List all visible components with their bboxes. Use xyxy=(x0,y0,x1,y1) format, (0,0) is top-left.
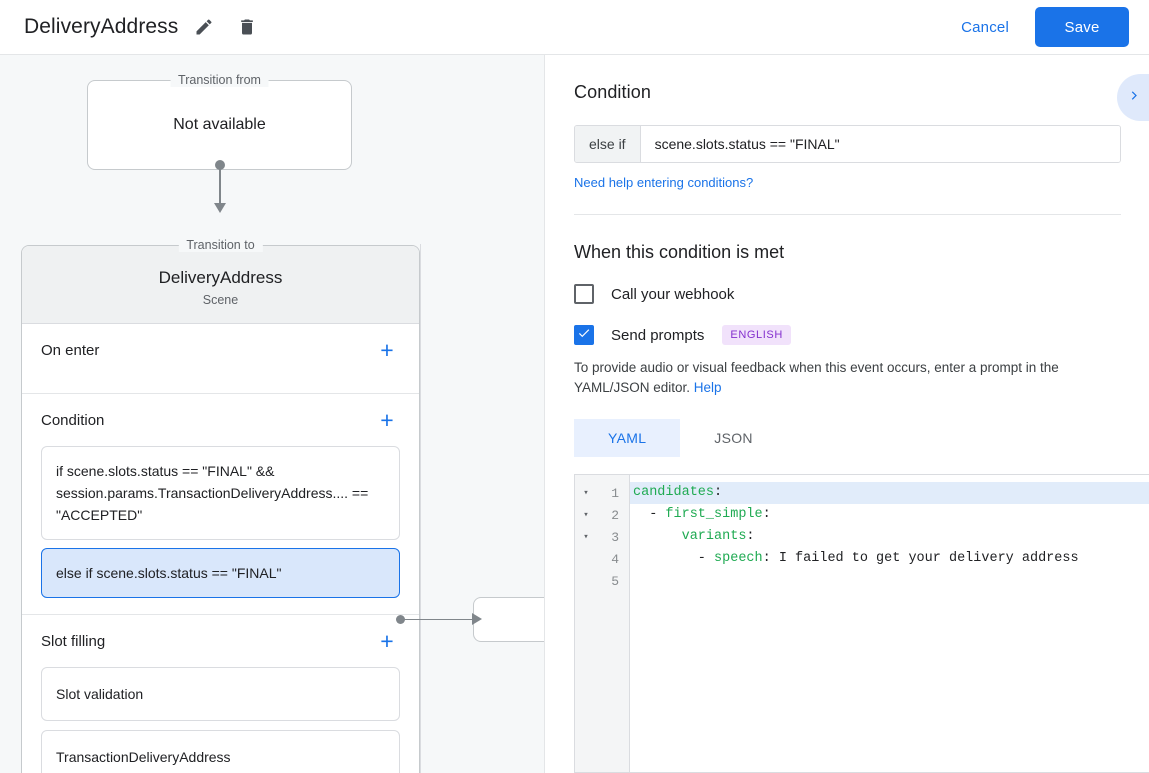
canvas-vertical-rule xyxy=(420,244,421,773)
check-icon xyxy=(577,326,591,345)
section-title-condition: Condition xyxy=(41,411,105,429)
panel-condition-title: Condition xyxy=(574,82,651,102)
editor-gutter-row: 5 xyxy=(575,570,629,592)
send-prompts-label: Send prompts xyxy=(611,326,705,344)
details-panel: Condition else if Need help entering con… xyxy=(546,55,1149,773)
fold-toggle-icon[interactable]: ▾ xyxy=(583,531,589,542)
expand-panel-button[interactable] xyxy=(1117,74,1149,121)
tab-json[interactable]: JSON xyxy=(680,419,787,457)
section-on-enter: On enter + xyxy=(22,324,419,394)
delete-button[interactable] xyxy=(230,10,264,44)
code-indent: - xyxy=(633,507,666,522)
fold-toggle-icon[interactable]: ▾ xyxy=(583,487,589,498)
section-condition: Condition + if scene.slots.status == "FI… xyxy=(22,394,419,615)
editor-code-area[interactable]: candidates: - first_simple: variants: - … xyxy=(630,475,1149,772)
editor-gutter-row: ▾1 xyxy=(575,482,629,504)
transition-from-legend: Transition from xyxy=(170,73,269,87)
code-key: speech xyxy=(714,551,763,566)
tab-yaml[interactable]: YAML xyxy=(574,419,681,457)
slot-item-validation[interactable]: Slot validation xyxy=(41,667,400,721)
add-condition-button[interactable]: + xyxy=(374,407,400,433)
code-value: I failed to get your delivery address xyxy=(770,551,1079,566)
code-indent xyxy=(633,529,682,544)
editor-line-number: 5 xyxy=(611,573,619,589)
condition-item-selected[interactable]: else if scene.slots.status == "FINAL" xyxy=(41,548,400,598)
cancel-button[interactable]: Cancel xyxy=(947,11,1023,44)
editor-tabs: YAML JSON xyxy=(574,419,1121,457)
selected-condition-dot xyxy=(396,615,405,624)
transition-from-box: Transition from Not available xyxy=(87,73,352,170)
edit-button[interactable] xyxy=(187,10,221,44)
transition-from-value: Not available xyxy=(173,116,266,133)
downstream-node[interactable] xyxy=(473,597,544,642)
panel-when-met-section: When this condition is met Call your web… xyxy=(546,215,1149,457)
top-bar: DeliveryAddress Cancel Save xyxy=(0,0,1149,55)
condition-help-link[interactable]: Need help entering conditions? xyxy=(574,175,754,190)
code-key: variants xyxy=(681,529,747,544)
section-header-condition: Condition + xyxy=(41,394,400,446)
webhook-checkbox[interactable] xyxy=(574,284,594,304)
editor-code-line: - speech: I failed to get your delivery … xyxy=(630,548,1149,570)
section-header-slot-filling: Slot filling + xyxy=(41,615,400,667)
code-indent: - xyxy=(633,551,715,566)
connector-line xyxy=(219,165,221,207)
section-title-slot-filling: Slot filling xyxy=(41,632,106,650)
scene-name: DeliveryAddress xyxy=(158,268,283,287)
webhook-row: Call your webhook xyxy=(574,284,1121,304)
code-key: candidates xyxy=(633,485,715,500)
code-colon: : xyxy=(746,529,755,544)
editor-code-line: - first_simple: xyxy=(630,504,1149,526)
connector-arrow-icon xyxy=(214,203,226,213)
editor-line-number: 1 xyxy=(611,485,619,501)
condition-prefix-label: else if xyxy=(575,126,641,162)
editor-code-line xyxy=(630,570,1149,592)
condition-item[interactable]: if scene.slots.status == "FINAL" && sess… xyxy=(41,446,400,540)
editor-line-number: 4 xyxy=(611,551,619,567)
pencil-icon xyxy=(194,17,214,37)
condition-input[interactable] xyxy=(640,126,1120,162)
selected-condition-arrow-icon xyxy=(472,613,482,625)
send-prompts-row: Send prompts ENGLISH xyxy=(574,325,1121,345)
prompts-help-link[interactable]: Help xyxy=(693,380,722,395)
code-key: first_simple xyxy=(665,507,763,522)
prompts-hint: To provide audio or visual feedback when… xyxy=(574,358,1121,398)
add-on-enter-button[interactable]: + xyxy=(374,338,400,364)
code-colon: : xyxy=(714,485,723,500)
save-button[interactable]: Save xyxy=(1035,7,1129,47)
section-slot-filling: Slot filling + Slot validation Transacti… xyxy=(22,615,419,773)
slot-item-transaction-delivery-address[interactable]: TransactionDeliveryAddress xyxy=(41,730,400,773)
editor-code-line: variants: xyxy=(630,526,1149,548)
trash-icon xyxy=(237,17,257,37)
condition-field-row: else if xyxy=(574,125,1121,163)
section-header-on-enter: On enter + xyxy=(41,324,400,377)
editor-gutter-row: ▾2 xyxy=(575,504,629,526)
add-slot-button[interactable]: + xyxy=(374,628,400,654)
editor-code-line: candidates: xyxy=(630,482,1149,504)
scene-type: Scene xyxy=(202,293,239,307)
panel-condition-section: Condition else if Need help entering con… xyxy=(546,55,1149,215)
editor-line-number: 3 xyxy=(611,529,619,545)
editor-line-number: 2 xyxy=(611,507,619,523)
language-badge: ENGLISH xyxy=(722,325,791,345)
panel-divider xyxy=(574,214,1121,215)
when-met-title: When this condition is met xyxy=(574,242,785,262)
webhook-label: Call your webhook xyxy=(611,285,735,303)
send-prompts-checkbox[interactable] xyxy=(574,325,594,345)
section-title-on-enter: On enter xyxy=(41,342,100,359)
code-colon: : xyxy=(762,551,771,566)
code-colon: : xyxy=(762,507,771,522)
editor-gutter-row: 4 xyxy=(575,548,629,570)
transition-to-legend: Transition to xyxy=(178,238,263,252)
selected-condition-line xyxy=(404,618,476,620)
scene-card: Transition to DeliveryAddress Scene On e… xyxy=(21,238,420,773)
fold-toggle-icon[interactable]: ▾ xyxy=(583,509,589,520)
page-title: DeliveryAddress xyxy=(24,15,179,38)
prompts-hint-text: To provide audio or visual feedback when… xyxy=(574,360,1059,395)
editor-gutter-row: ▾3 xyxy=(575,526,629,548)
chevron-right-icon xyxy=(1126,88,1141,108)
flow-canvas: Transition from Not available Transition… xyxy=(0,55,545,773)
scene-card-header[interactable]: DeliveryAddress Scene xyxy=(22,246,419,324)
